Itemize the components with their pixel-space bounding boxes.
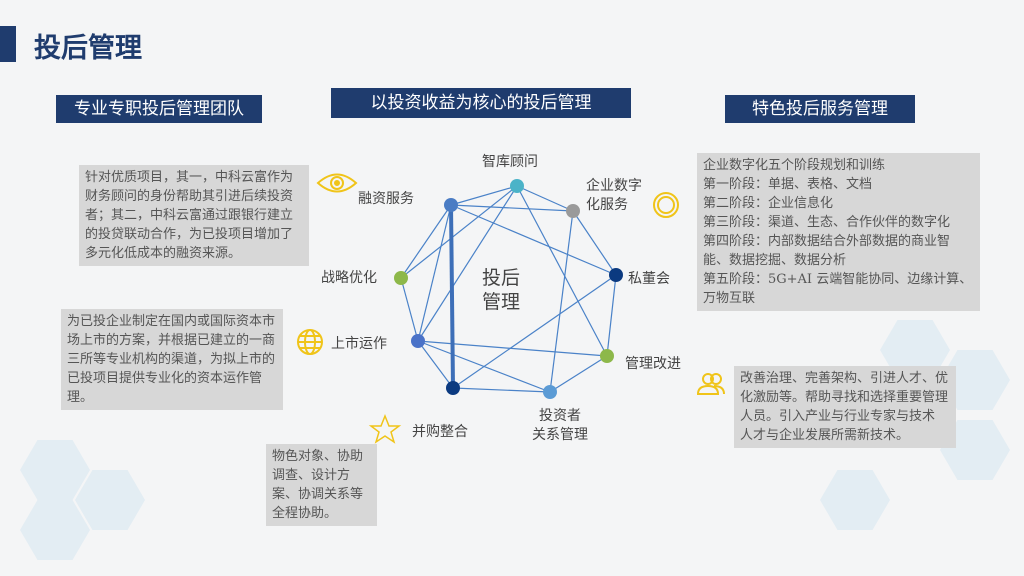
node-dot xyxy=(543,385,557,399)
edge xyxy=(572,210,617,276)
edge xyxy=(417,204,452,342)
header-left: 专业专职投后管理团队 xyxy=(56,95,262,123)
edge xyxy=(400,185,518,279)
edge xyxy=(400,277,419,342)
label-line: 投资者 xyxy=(539,408,581,424)
node-dot xyxy=(609,268,623,282)
header-center: 以投资收益为核心的投后管理 xyxy=(331,88,631,118)
page-title: 投后管理 xyxy=(34,33,142,64)
label-line: 企业数字 xyxy=(586,178,642,194)
edge xyxy=(516,185,608,357)
node-label-thinktank: 智库顾问 xyxy=(482,154,538,170)
edge xyxy=(450,204,574,212)
digital-line: 第一阶段：单据、表格、文档 xyxy=(703,177,873,192)
node-label-management: 管理改进 xyxy=(625,356,681,372)
edge xyxy=(549,210,574,393)
edge xyxy=(549,355,608,393)
node-label-investor-relations: 投资者关系管理 xyxy=(532,407,588,445)
digital-line: 企业数字化五个阶段规划和训练 xyxy=(703,158,886,173)
center-label-line: 投后 xyxy=(482,267,521,289)
label-line: 关系管理 xyxy=(532,427,588,443)
node-label-digital: 企业数字化服务 xyxy=(586,177,642,215)
center-label: 投后管理 xyxy=(482,266,520,314)
node-label-ipo: 上市运作 xyxy=(331,336,387,352)
digital-description: 企业数字化五个阶段规划和训练 第一阶段：单据、表格、文档 第二阶段：企业信息化 … xyxy=(697,153,980,311)
edge xyxy=(606,274,617,357)
mna-description: 物色对象、协助调查、设计方案、协调关系等全程协助。 xyxy=(266,444,377,526)
node-label-strategy: 战略优化 xyxy=(321,270,377,286)
edge xyxy=(452,274,617,389)
header-right: 特色投后服务管理 xyxy=(725,95,915,123)
edge-thick xyxy=(449,204,455,389)
digital-line: 第五阶段：5G+AI 云端智能协同、边缘计算、万物互联 xyxy=(703,272,973,306)
globe-icon xyxy=(297,329,323,355)
edge xyxy=(417,340,551,393)
edge xyxy=(452,387,551,393)
edge xyxy=(400,204,452,279)
node-dot xyxy=(566,204,580,218)
shield-icon xyxy=(653,192,679,218)
node-dot xyxy=(411,334,425,348)
ipo-description: 为已投企业制定在国内或国际资本市场上市的方案，并根据已建立的一商三所等专业机构的… xyxy=(61,309,283,410)
node-dot xyxy=(394,271,408,285)
center-label-line: 管理 xyxy=(482,291,521,313)
label-line: 化服务 xyxy=(586,197,628,213)
bg-hex xyxy=(820,470,890,530)
node-dot xyxy=(444,198,458,212)
node-label-mna: 并购整合 xyxy=(412,424,468,440)
digital-line: 第三阶段：渠道、生态、合作伙伴的数字化 xyxy=(703,215,951,230)
node-dot xyxy=(600,349,614,363)
edge xyxy=(417,340,454,389)
node-dot xyxy=(446,381,460,395)
digital-line: 第二阶段：企业信息化 xyxy=(703,196,834,211)
eye-icon xyxy=(316,173,358,193)
node-label-financing: 融资服务 xyxy=(358,191,414,207)
digital-line: 第四阶段：内部数据结合外部数据的商业智能、数据挖掘、数据分析 xyxy=(703,234,951,268)
node-label-board: 私董会 xyxy=(628,271,670,287)
financing-description: 针对优质项目，其一，中科云富作为财务顾问的身份帮助其引进后续投资者；其二，中科云… xyxy=(79,165,309,266)
edge xyxy=(450,204,617,276)
edge xyxy=(450,185,518,206)
title-accent-bar xyxy=(0,26,16,62)
edge xyxy=(417,185,518,342)
node-dot xyxy=(510,179,524,193)
users-icon xyxy=(696,373,725,395)
star-icon xyxy=(368,413,402,444)
edge xyxy=(516,185,574,212)
edge xyxy=(417,340,608,357)
management-description: 改善治理、完善架构、引进人才、优化激励等。帮助寻找和选择重要管理人员。引入产业与… xyxy=(734,366,956,448)
